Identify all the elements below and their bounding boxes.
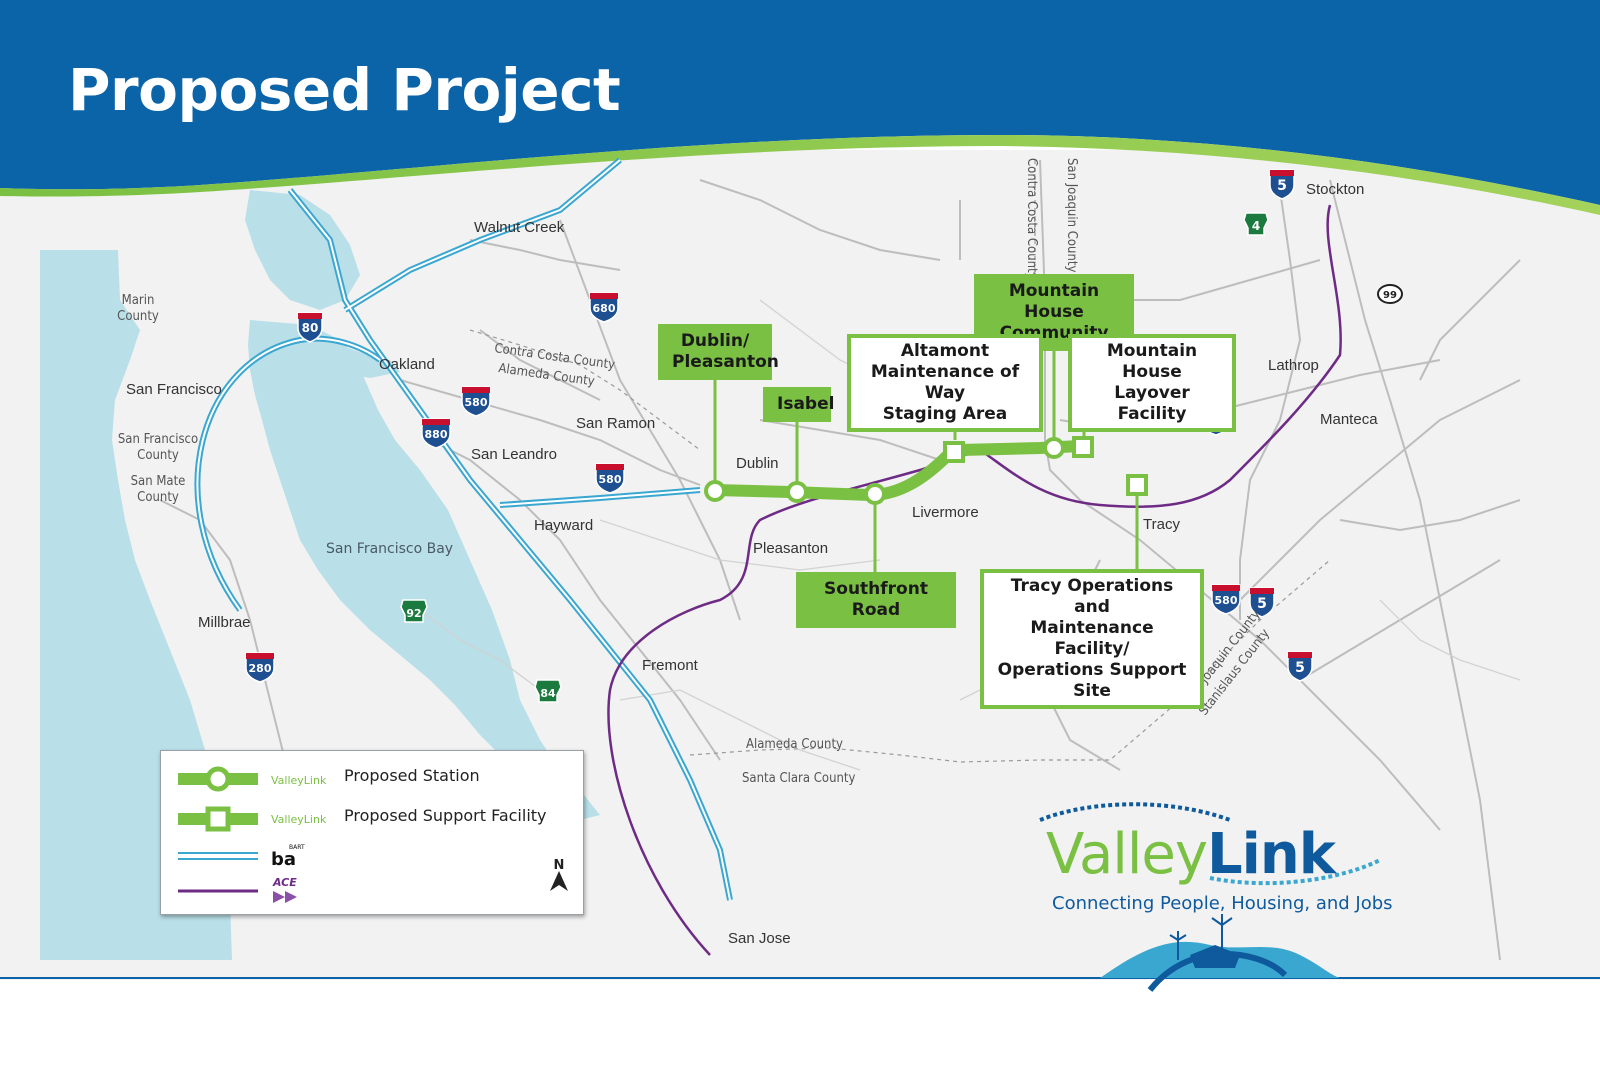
place-labels: Walnut Creek Oakland San Francisco San L… (126, 181, 1378, 947)
shield-label: 84 (540, 687, 556, 700)
place-label-san-ramon: San Ramon (576, 415, 655, 432)
county-label-alameda-south: Alameda County (746, 737, 843, 752)
interstate-shield: 680 (589, 292, 619, 323)
place-label-dublin: Dublin (736, 455, 779, 472)
shield-label: 5 (1277, 178, 1287, 194)
station-marker-southfront[interactable] (864, 483, 886, 505)
water-label-sf-bay: San Francisco Bay (326, 541, 453, 557)
san-francisco-bay (248, 320, 600, 820)
shield-label: 580 (599, 473, 622, 486)
legend-label-proposed-station: Proposed Station (344, 766, 480, 785)
facility-marker-tracy[interactable] (1126, 474, 1148, 496)
facility-marker-altamont[interactable] (943, 441, 965, 463)
brand-tagline: Connecting People, Housing, and Jobs (1052, 893, 1393, 914)
place-label-san-jose: San Jose (728, 930, 791, 947)
place-label-manteca: Manteca (1320, 411, 1378, 428)
legend-station-icon (205, 766, 231, 792)
place-label-tracy: Tracy (1143, 516, 1180, 533)
callout-tracy-operations[interactable]: Tracy Operations and Maintenance Facilit… (980, 569, 1204, 709)
facility-marker-mh-layover[interactable] (1072, 436, 1094, 458)
shield-label: 4 (1252, 219, 1260, 233)
brand-landscape-icon (1100, 914, 1340, 992)
shield-label: 880 (425, 428, 448, 441)
shield-label: 80 (302, 321, 319, 335)
ace-line (607, 204, 1342, 956)
place-label-san-leandro: San Leandro (471, 446, 557, 463)
place-label-stockton: Stockton (1306, 181, 1364, 198)
ace-arrows-icon (273, 891, 297, 903)
callout-altamont-staging[interactable]: Altamont Maintenance of Way Staging Area (847, 334, 1043, 432)
interstate-shield: 5 (1269, 169, 1295, 200)
shield-label: 280 (249, 662, 272, 675)
oakland-estuary (300, 340, 400, 378)
san-pablo-bay (245, 190, 360, 310)
map-legend: ValleyLink ValleyLink ba BART ACE N Prop… (160, 750, 584, 915)
us-route-shield: 99 (1377, 284, 1403, 304)
interstate-shield: 580 (461, 386, 491, 417)
county-label-contra-costa-vertical: Contra Costa County (1024, 158, 1039, 280)
shield-label: 92 (406, 607, 421, 620)
legend-bart-line (178, 852, 258, 860)
callout-southfront-road[interactable]: Southfront Road (796, 572, 956, 628)
legend-facility-icon (205, 806, 231, 832)
north-arrow-icon (550, 871, 568, 891)
place-label-livermore: Livermore (912, 504, 979, 521)
legend-valleylink-mini-logo: ValleyLink (271, 774, 327, 787)
legend-label-proposed-support: Proposed Support Facility (344, 806, 547, 825)
interstate-shield: 880 (421, 418, 451, 449)
interstate-shield: 580 (595, 463, 625, 494)
callout-isabel[interactable]: Isabel (763, 387, 834, 422)
page-title: Proposed Project (68, 56, 621, 124)
interstate-shield: 5 (1287, 651, 1313, 682)
place-label-hayward: Hayward (534, 517, 593, 534)
legend-valleylink-mini-logo: ValleyLink (271, 813, 327, 826)
place-label-millbrae: Millbrae (198, 614, 251, 631)
valley-link-logo: ValleyLink (1046, 822, 1336, 887)
interstate-shield: 5 (1249, 587, 1275, 618)
state-route-shield: 84 (534, 679, 562, 703)
state-route-shield: 4 (1243, 212, 1269, 236)
header-band (0, 0, 1600, 205)
shield-label: 580 (1215, 594, 1238, 607)
shield-label: 5 (1257, 596, 1267, 612)
ace-logo-icon: ACE (272, 876, 297, 889)
place-label-oakland: Oakland (379, 356, 435, 373)
shield-label: 580 (465, 396, 488, 409)
shield-label: 5 (1295, 660, 1305, 676)
bart-logo-icon: ba (271, 849, 296, 870)
county-boundaries (469, 160, 1331, 763)
station-marker-mountain-house[interactable] (1043, 437, 1065, 459)
interstate-shield: 80 (297, 312, 323, 343)
place-label-fremont: Fremont (642, 657, 699, 674)
county-label-santa-clara: Santa Clara County (742, 771, 855, 786)
bart-lines (194, 157, 733, 901)
callout-dublin-pleasanton[interactable]: Dublin/ Pleasanton (658, 324, 779, 380)
brand-arc-icon (1039, 802, 1381, 886)
brand-name-valley: Valley (1046, 822, 1208, 887)
bart-logo-small-text: BART (289, 844, 305, 851)
station-marker-dublin[interactable] (704, 480, 726, 502)
north-arrow-label: N (554, 858, 565, 873)
callout-mountain-house-layover[interactable]: Mountain House Layover Facility (1068, 334, 1236, 432)
place-label-san-francisco: San Francisco (126, 381, 222, 398)
county-label-san-joaquin-vertical: San Joaquin County (1064, 158, 1079, 272)
station-markers (704, 437, 1065, 505)
place-label-lathrop: Lathrop (1268, 357, 1319, 374)
shield-label: 680 (593, 302, 616, 315)
place-label-walnut-creek: Walnut Creek (474, 219, 565, 236)
interstate-shield: 580 (1211, 584, 1241, 615)
interstate-shield: 280 (245, 652, 275, 683)
legend-symbols: ValleyLink ValleyLink ba BART ACE N (178, 766, 568, 903)
facility-markers (943, 436, 1148, 496)
station-marker-isabel[interactable] (786, 481, 808, 503)
state-route-shield: 92 (400, 599, 428, 623)
shield-label: 99 (1383, 290, 1397, 301)
brand-name-link: Link (1207, 822, 1336, 887)
place-label-pleasanton: Pleasanton (753, 540, 828, 557)
